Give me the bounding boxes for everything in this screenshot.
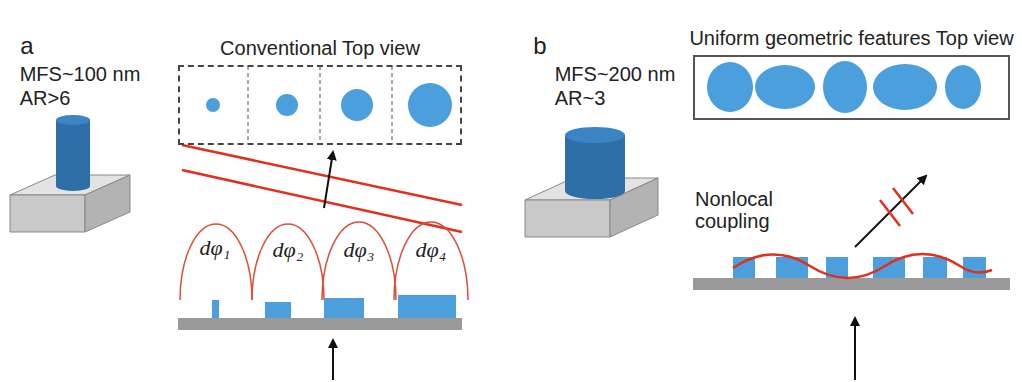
dimension-label: MFS~100 nm <box>20 62 141 86</box>
panel-letter: b <box>533 34 546 58</box>
box-heading: Conventional Top view <box>140 35 500 61</box>
wavefront <box>182 145 462 232</box>
out-arrow <box>855 176 926 247</box>
substrate <box>693 278 1010 290</box>
coupling-wave <box>733 254 992 278</box>
out-arrow <box>324 152 333 208</box>
substrate <box>178 318 462 330</box>
wavefront <box>893 188 913 214</box>
annotation: Nonlocal coupling <box>695 188 805 232</box>
dimension-label: AR>6 <box>20 86 71 110</box>
phase-label: dφ₃ <box>344 238 375 262</box>
phase-label: dφ₄ <box>416 238 447 262</box>
phase-arcs <box>180 222 468 300</box>
top-view-a <box>206 66 452 144</box>
phase-label: dφ₁ <box>200 236 231 260</box>
panel-letter: a <box>20 34 33 58</box>
in-arrow <box>854 318 856 380</box>
phase-label: dφ₂ <box>273 238 304 262</box>
box-heading: Uniform geometric features Top view <box>655 25 1022 51</box>
dimension-label: MFS~200 nm <box>555 62 676 86</box>
pillar-b <box>525 127 658 237</box>
in-arrow <box>332 340 334 380</box>
top-view-box: Uniform geometric features Top view <box>693 55 1010 120</box>
top-view-b <box>707 61 981 113</box>
pillar-a <box>10 115 130 232</box>
pillars-a <box>212 295 456 318</box>
top-view-box: Conventional Top view <box>178 65 462 145</box>
wavefront <box>880 200 900 226</box>
dimension-label: AR~3 <box>555 86 606 110</box>
